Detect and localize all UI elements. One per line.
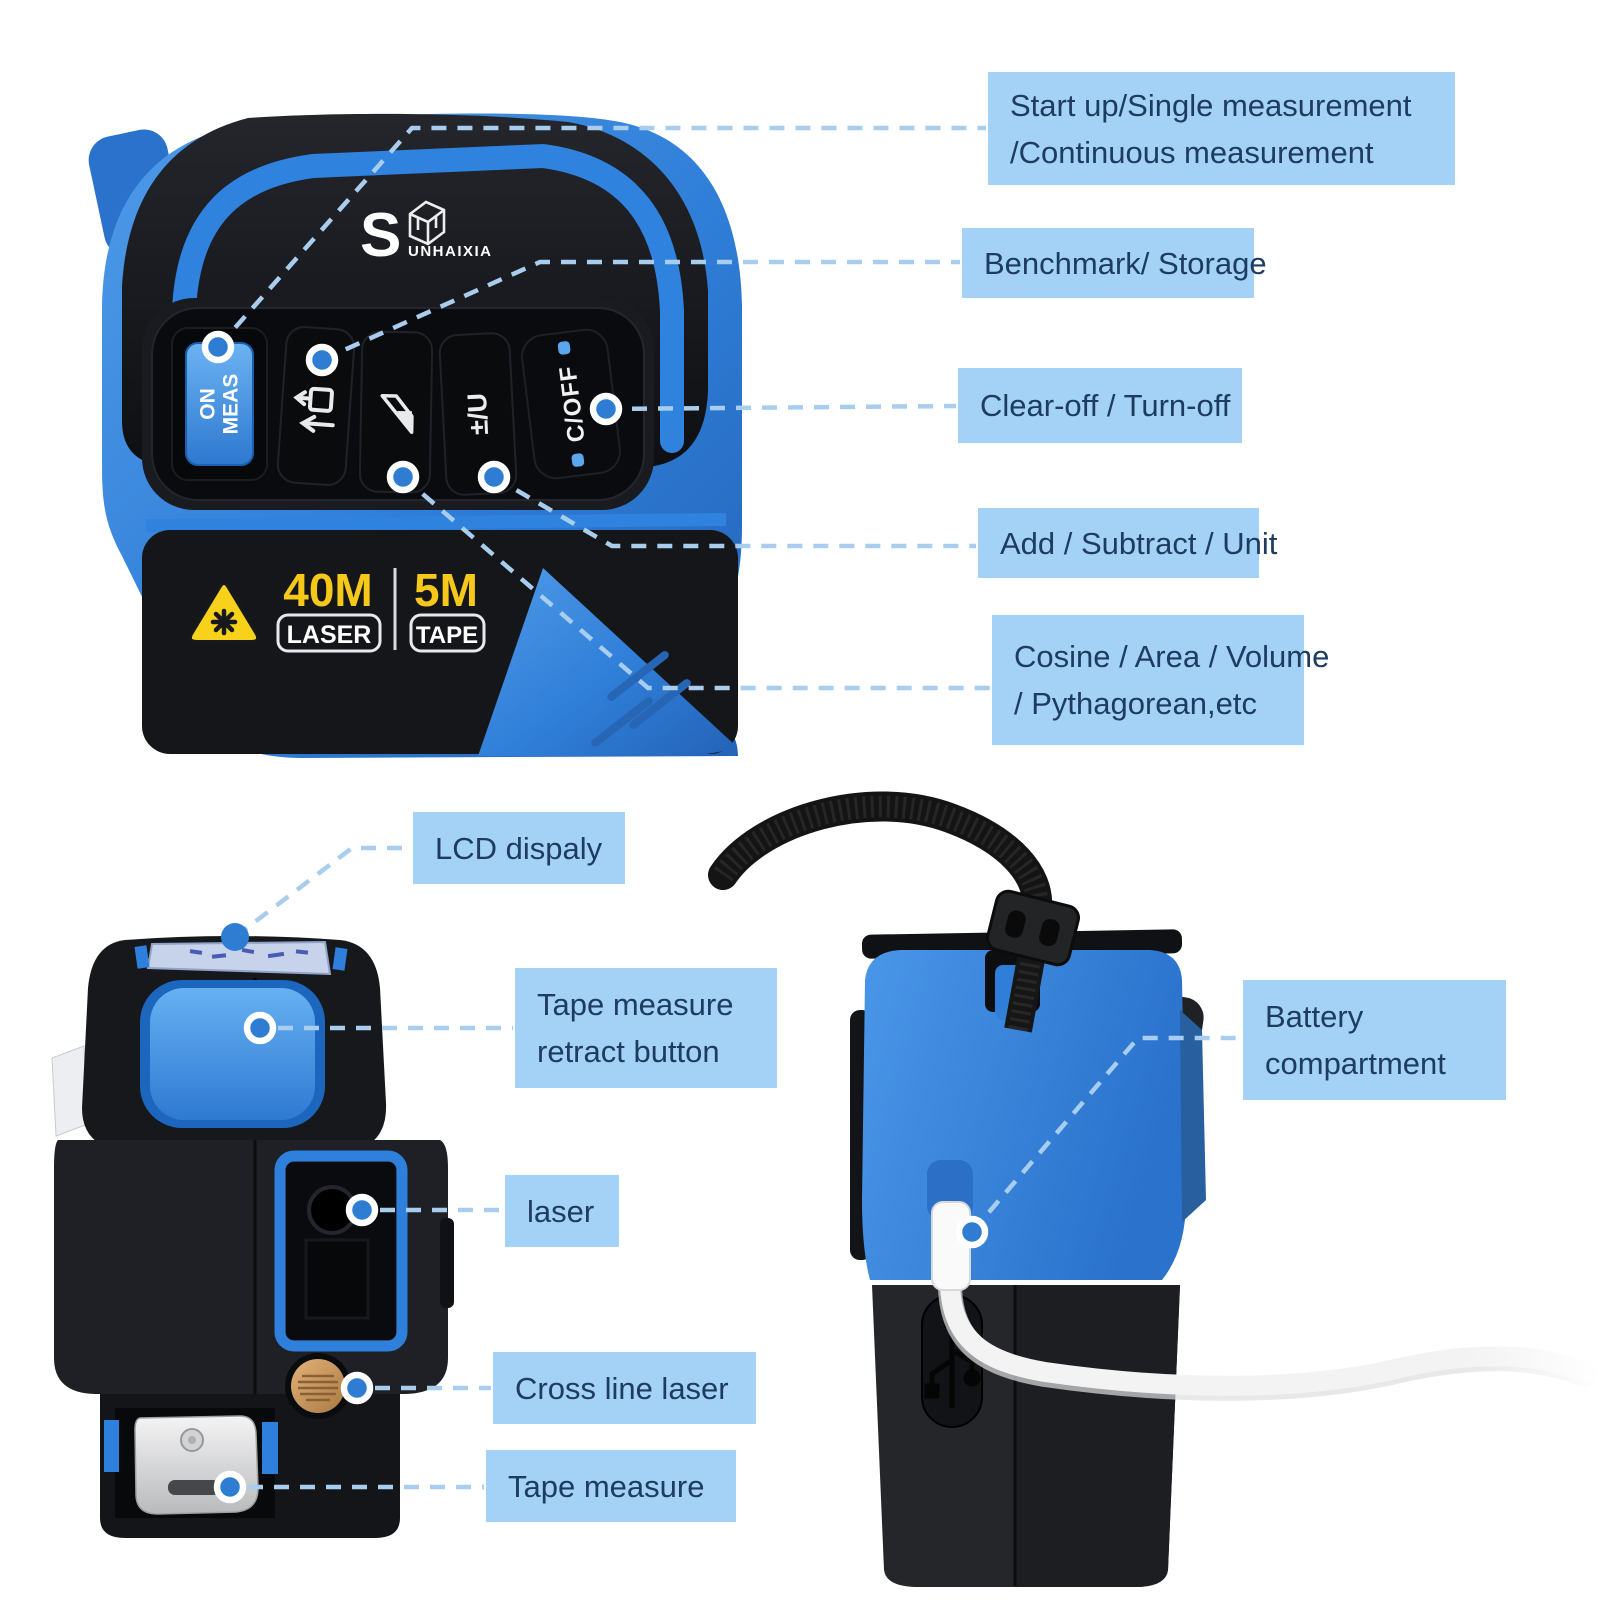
laser-range: 40M <box>283 564 372 616</box>
label-line: compartment <box>1265 1046 1446 1081</box>
label-line: Tape measure <box>508 1468 705 1504</box>
label-lcd-display: LCD dispaly <box>413 812 625 884</box>
front-view-image: S UNHAIXIA ON MEAS <box>88 106 748 766</box>
label-line: / Pythagorean,etc <box>1014 686 1257 721</box>
area-volume-icon <box>380 394 414 435</box>
label-clear-off-turn-off: Clear-off / Turn-off <box>958 368 1242 443</box>
label-laser: laser <box>505 1175 619 1247</box>
label-add-subtract-unit: Add / Subtract / Unit <box>978 508 1278 578</box>
benchmark-storage-icon <box>293 386 335 433</box>
cross-line-laser-knob <box>285 1353 351 1419</box>
lcd-screen <box>134 940 348 976</box>
c-off-button: C/OFF <box>521 328 621 480</box>
label-tape-retract-button: Tape measure retract button <box>515 968 777 1088</box>
label-line: Cross line laser <box>515 1370 729 1406</box>
laser-aperture <box>307 1185 357 1235</box>
c-off-dash <box>571 453 585 467</box>
front-device-svg: S UNHAIXIA ON MEAS <box>88 113 742 758</box>
label-line: Tape measure <box>537 987 734 1022</box>
label-line: Clear-off / Turn-off <box>980 388 1231 423</box>
label-line: Cosine / Area / Volume <box>1014 639 1330 674</box>
tape-blade <box>51 1045 89 1137</box>
tape-retract-button <box>140 980 325 1128</box>
tape-word: TAPE <box>416 622 478 649</box>
optics-panel <box>274 1150 408 1352</box>
cable-plug <box>931 1201 971 1291</box>
label-line: retract button <box>537 1034 720 1069</box>
label-benchmark-storage: Benchmark/ Storage <box>962 228 1267 298</box>
usb-cable <box>931 1201 1600 1410</box>
plus-minus-unit-label: ±/U <box>462 392 494 435</box>
hook-slot <box>168 1480 220 1495</box>
side-bump <box>440 1218 454 1308</box>
strap-buckle <box>986 889 1080 967</box>
brand-name: UNHAIXIA <box>408 243 493 260</box>
tape-range: 5M <box>414 564 478 616</box>
tape-hook <box>134 1415 259 1515</box>
label-line: Start up/Single measurement <box>1010 87 1412 123</box>
on-meas-button: ON MEAS <box>171 327 268 481</box>
side-view-image <box>700 780 1600 1600</box>
side-clip-edge <box>1180 1010 1206 1222</box>
add-subtract-unit-button: ±/U <box>438 332 518 496</box>
laser-warning-icon <box>187 581 261 644</box>
c-off-dash <box>557 341 571 355</box>
blue-tab-left <box>104 1420 119 1472</box>
label-line: laser <box>527 1193 595 1229</box>
laser-word-frame <box>276 613 382 653</box>
meas-label: MEAS <box>220 374 243 435</box>
label-line: LCD dispaly <box>435 830 603 866</box>
label-tape-measure: Tape measure <box>486 1450 736 1522</box>
benchmark-storage-button <box>276 326 356 486</box>
on-label: ON <box>197 388 220 420</box>
strap-lower <box>1004 945 1047 1033</box>
top-device-svg <box>51 936 454 1538</box>
label-cross-line-laser: Cross line laser <box>493 1352 756 1424</box>
brand-s: S <box>360 201 401 270</box>
area-volume-button <box>358 330 434 494</box>
side-body-shade <box>1015 1285 1180 1587</box>
top-view-image <box>40 888 470 1548</box>
receiver-window <box>304 1238 370 1320</box>
label-line: Benchmark/ Storage <box>984 245 1267 281</box>
label-line: Add / Subtract / Unit <box>1000 525 1278 561</box>
label-battery-compartment: Battery compartment <box>1243 980 1506 1100</box>
label-line: Battery <box>1265 999 1364 1034</box>
label-cosine-area-volume: Cosine / Area / Volume / Pythagorean,etc <box>992 615 1330 745</box>
blue-tab-right <box>262 1422 278 1474</box>
side-device-svg <box>708 791 1600 1587</box>
label-start-up: Start up/Single measurement /Continuous … <box>988 72 1455 185</box>
wrist-strap <box>708 791 1053 923</box>
laser-word: LASER <box>287 621 372 649</box>
label-line: /Continuous measurement <box>1010 134 1374 170</box>
